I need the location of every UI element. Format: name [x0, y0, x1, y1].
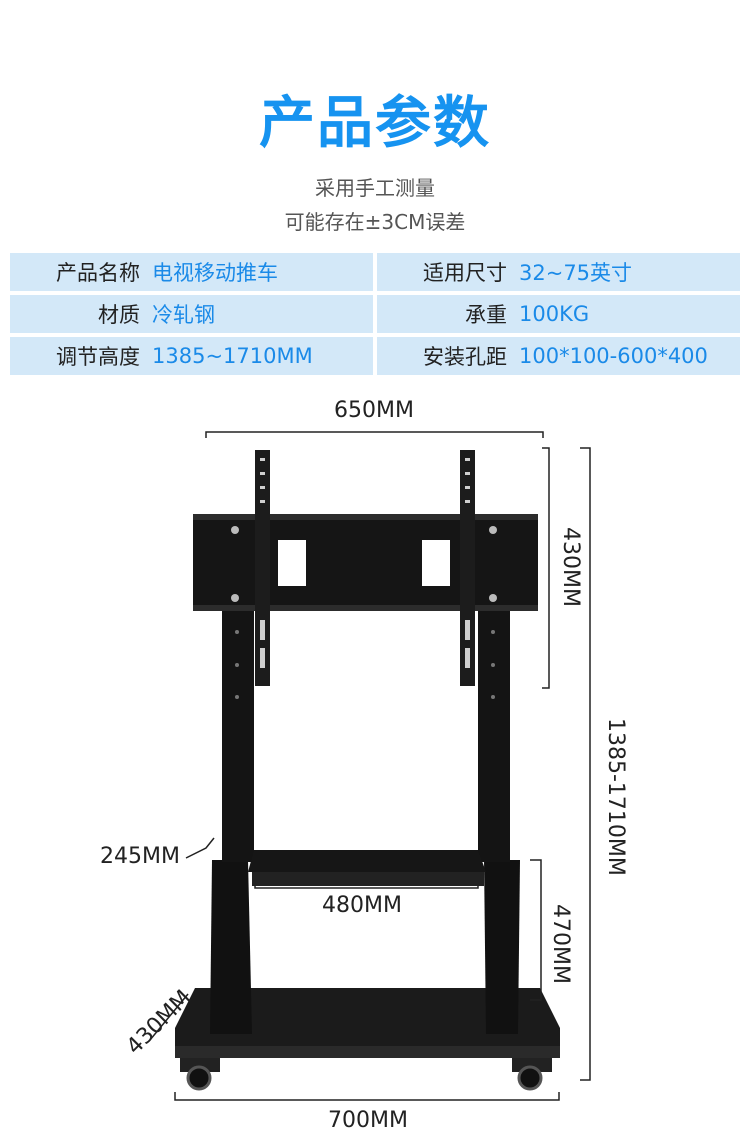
spec-label: 材质: [98, 303, 140, 327]
spec-cell: 产品名称 电视移动推车: [10, 253, 373, 291]
dim-shelf-width: 480MM: [322, 893, 402, 918]
wheel-left: [180, 1058, 220, 1091]
mount-arm-left: [255, 450, 270, 686]
spec-cell: 安装孔距 100*100-600*400: [377, 337, 740, 375]
dim-line-mount-height: [542, 447, 550, 689]
dim-line-shelf-height: [530, 859, 542, 1001]
leg-right-lower: [484, 860, 520, 1034]
dim-line-shelf-depth: [185, 837, 215, 859]
column-right: [478, 600, 510, 862]
dim-line-base-width: [174, 1092, 560, 1101]
spec-value: 冷轧钢: [152, 303, 215, 327]
dim-line-base-depth: [149, 993, 189, 1041]
spec-label: 承重: [465, 303, 507, 327]
spec-label: 安装孔距: [423, 345, 507, 369]
spec-cell: 适用尺寸 32~75英寸: [377, 253, 740, 291]
spec-value: 100*100-600*400: [519, 344, 708, 368]
spec-value: 32~75英寸: [519, 261, 633, 285]
cart-base-edge: [175, 1046, 560, 1058]
spec-value: 1385~1710MM: [152, 344, 313, 368]
spec-cell: 承重 100KG: [377, 295, 740, 333]
dim-mount-height: 430MM: [558, 527, 583, 607]
dim-shelf-depth: 245MM: [100, 844, 180, 869]
spec-table: 产品名称 电视移动推车 适用尺寸 32~75英寸 材质 冷轧钢 承重 100KG…: [10, 253, 740, 375]
subtitle-measure: 采用手工测量: [315, 176, 435, 200]
spec-value: 100KG: [519, 302, 590, 326]
dim-base-width: 700MM: [328, 1108, 408, 1133]
page-title: 产品参数: [259, 91, 491, 156]
spec-cell: 材质 冷轧钢: [10, 295, 373, 333]
cart-shelf-front: [252, 872, 484, 886]
dim-top-width: 650MM: [334, 398, 414, 423]
wheel-right: [512, 1058, 552, 1091]
dim-line-top-width: [205, 431, 544, 438]
spec-label: 调节高度: [56, 345, 140, 369]
dim-shelf-height: 470MM: [548, 904, 573, 984]
dim-line-shelf-width: [254, 880, 479, 889]
column-left: [222, 600, 254, 862]
cart-shelf: [248, 850, 486, 872]
leg-left-lower: [210, 860, 252, 1034]
mount-plate: [193, 514, 538, 611]
cart-base: [175, 988, 560, 1050]
dim-line-total-height: [580, 447, 591, 1081]
spec-label: 产品名称: [56, 261, 140, 285]
dim-total-height: 1385-1710MM: [603, 718, 628, 876]
spec-cell: 调节高度 1385~1710MM: [10, 337, 373, 375]
spec-value: 电视移动推车: [152, 261, 278, 285]
subtitle-tolerance: 可能存在±3CM误差: [284, 210, 466, 234]
mount-arm-right: [460, 450, 475, 686]
spec-label: 适用尺寸: [423, 261, 507, 285]
